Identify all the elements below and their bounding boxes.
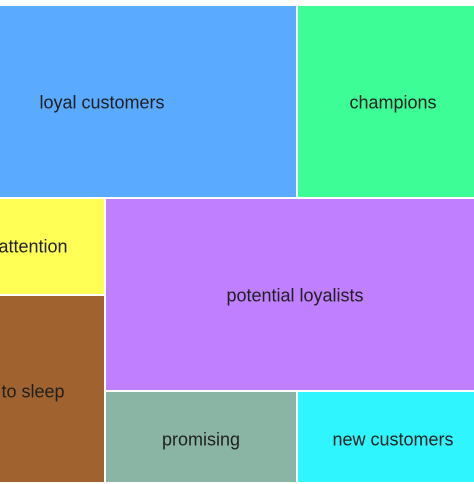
treemap-tile-champions <box>298 6 474 199</box>
treemap-label-about-to-sleep: to sleep <box>1 381 65 402</box>
treemap-label-new-customers: new customers <box>332 429 454 450</box>
treemap-label-champions: champions <box>349 92 437 113</box>
treemap-tile-loyal-customers <box>0 6 298 199</box>
treemap-label-potential-loyalists: potential loyalists <box>226 285 364 306</box>
treemap-label-loyal-customers: loyal customers <box>39 92 165 113</box>
treemap-label-needing-attention: attention <box>0 236 68 257</box>
treemap-chart: loyal customers champions attention potenti… <box>0 6 474 484</box>
treemap-tile-potential-loyalists <box>106 199 474 392</box>
treemap-tile-needing-attention <box>0 199 106 296</box>
treemap-label-promising: promising <box>161 429 241 450</box>
